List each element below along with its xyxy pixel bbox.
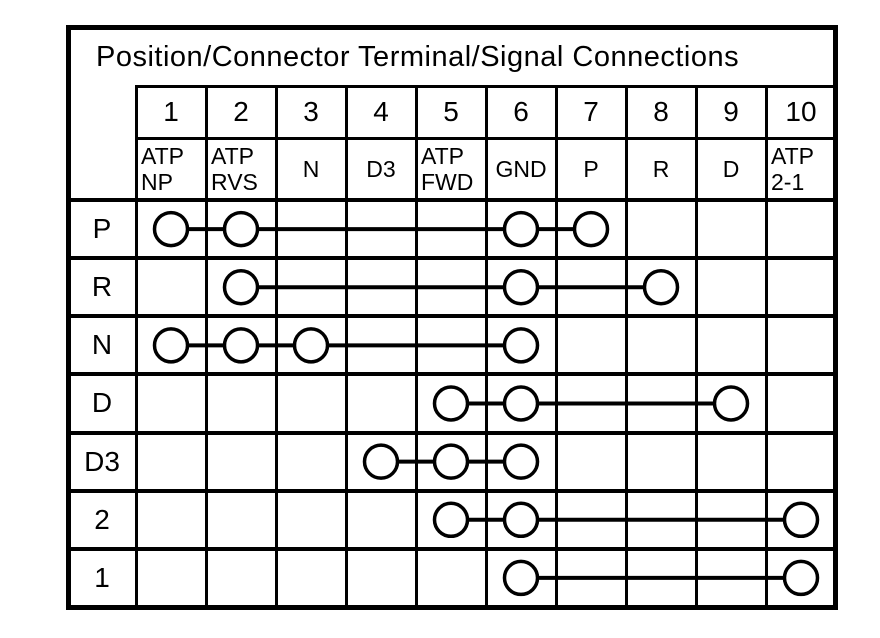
grid-line-horizontal bbox=[66, 372, 835, 377]
signal-name-line: D3 bbox=[366, 156, 396, 182]
grid-line-horizontal bbox=[66, 198, 835, 202]
connection-terminal-circle bbox=[502, 268, 540, 306]
connection-terminal-circle bbox=[782, 501, 820, 539]
connection-terminal-circle bbox=[572, 210, 610, 248]
terminal-number-header: 10 bbox=[785, 96, 817, 127]
grid-line-vertical bbox=[694, 86, 698, 607]
connection-terminal-circle bbox=[502, 443, 540, 480]
signal-name-header: P bbox=[556, 138, 626, 200]
connection-terminal-circle bbox=[502, 385, 540, 422]
connection-terminal-circle bbox=[502, 501, 540, 539]
signal-name-header: R bbox=[626, 138, 696, 200]
signal-name-line: NP bbox=[141, 169, 173, 195]
position-row-label: 2 bbox=[94, 503, 110, 535]
signal-name-line: N bbox=[302, 156, 320, 182]
terminal-number-header: 3 bbox=[303, 96, 319, 127]
connection-terminal-circle bbox=[432, 385, 470, 422]
signal-name-line: P bbox=[583, 156, 599, 182]
table-border-right bbox=[832, 24, 838, 610]
position-row-label: P bbox=[92, 213, 112, 245]
connection-terminal-circle bbox=[362, 443, 400, 480]
terminal-number-header: 1 bbox=[163, 96, 179, 127]
chart-title: Position/Connector Terminal/Signal Conne… bbox=[96, 41, 740, 73]
grid-line-horizontal bbox=[66, 256, 835, 261]
connection-terminal-circle bbox=[152, 210, 190, 248]
connection-terminal-circle bbox=[502, 327, 540, 364]
grid-line-horizontal bbox=[66, 488, 835, 493]
position-row-label: D bbox=[91, 387, 113, 419]
position-row-label: N bbox=[91, 329, 113, 361]
connection-terminal-circle bbox=[432, 501, 470, 539]
grid-line-number-bottom bbox=[134, 136, 835, 140]
position-row-label: R bbox=[91, 271, 113, 303]
table-border-bottom bbox=[65, 604, 838, 610]
position-row-label: 1 bbox=[94, 561, 110, 593]
terminal-number-header: 5 bbox=[443, 96, 459, 127]
terminal-number-header: 7 bbox=[583, 96, 599, 127]
grid-line-vertical bbox=[554, 86, 558, 607]
signal-name-line: ATP bbox=[421, 143, 465, 169]
terminal-number-header: 4 bbox=[373, 96, 389, 127]
signal-name-header: GND bbox=[486, 138, 556, 200]
connection-terminal-circle bbox=[222, 268, 260, 306]
connection-terminal-circle bbox=[432, 443, 470, 480]
grid-line-horizontal bbox=[66, 546, 835, 551]
signal-name-line: GND bbox=[495, 156, 547, 182]
grid-line-title-bottom bbox=[134, 84, 835, 88]
signal-name-line: FWD bbox=[421, 169, 474, 195]
signal-name-header: D bbox=[696, 138, 766, 200]
connection-terminal-circle bbox=[152, 327, 190, 364]
connection-terminal-circle bbox=[782, 559, 820, 597]
terminal-number-header: 2 bbox=[233, 96, 249, 127]
connection-terminal-circle bbox=[222, 327, 260, 364]
connection-terminal-circle bbox=[502, 210, 540, 248]
terminal-number-header: 6 bbox=[513, 96, 529, 127]
table-border-top bbox=[65, 24, 838, 30]
signal-name-line: R bbox=[652, 156, 670, 182]
connection-terminal-circle bbox=[712, 385, 750, 422]
signal-name-line: ATP bbox=[141, 143, 185, 169]
signal-name-header: D3 bbox=[346, 138, 416, 200]
signal-name-line: ATP bbox=[211, 143, 255, 169]
connection-terminal-circle bbox=[292, 327, 330, 364]
grid-line-vertical bbox=[624, 86, 628, 607]
connection-terminal-circle bbox=[642, 268, 680, 306]
grid-line-horizontal bbox=[66, 430, 835, 435]
grid-line-vertical bbox=[134, 86, 138, 607]
signal-name-line: RVS bbox=[211, 169, 258, 195]
connection-terminal-circle bbox=[222, 210, 260, 248]
terminal-number-header: 8 bbox=[653, 96, 669, 127]
signal-name-line: D bbox=[722, 156, 740, 182]
position-row-label: D3 bbox=[84, 445, 120, 477]
signal-name-line: ATP bbox=[771, 143, 815, 169]
grid-line-horizontal bbox=[66, 314, 835, 319]
grid-line-vertical bbox=[764, 86, 768, 607]
connection-terminal-circle bbox=[502, 559, 540, 597]
terminal-number-header: 9 bbox=[723, 96, 739, 127]
signal-name-header: N bbox=[276, 138, 346, 200]
signal-name-line: 2-1 bbox=[771, 169, 805, 195]
